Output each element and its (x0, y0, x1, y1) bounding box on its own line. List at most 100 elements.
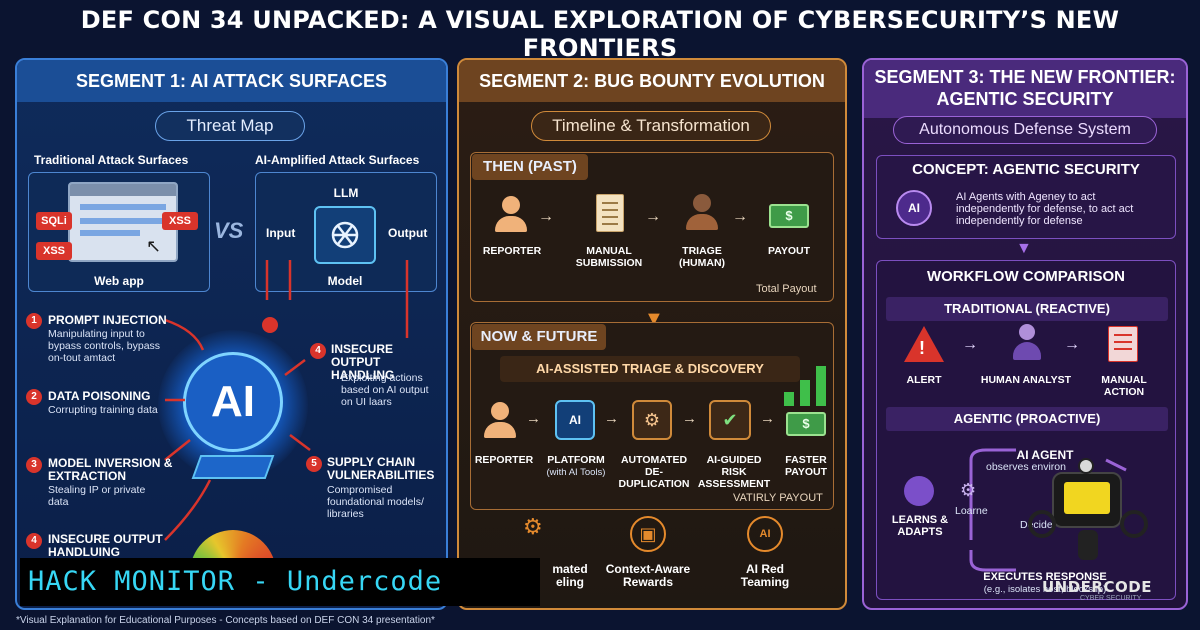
risk-magnifier-icon: ✔ (709, 400, 751, 440)
arrow-icon: → (962, 336, 978, 353)
item-2-title: DATA POISONING (48, 389, 151, 403)
web-app-label: Web app (94, 274, 144, 288)
item-5-number: 5 (306, 456, 322, 472)
traditional-surfaces-label: Traditional Attack Surfaces (34, 153, 189, 167)
reporter-icon (484, 402, 516, 438)
reporter-icon (495, 196, 527, 232)
red-team-ai-icon: AI (747, 516, 783, 552)
hack-monitor-banner: HACK MONITOR - Undercode (20, 558, 540, 606)
now-label: NOW & FUTURE (472, 324, 606, 350)
undercode-watermark-sub: CYBER SECURITY (1080, 595, 1142, 602)
xss-tag-right: XSS (162, 212, 198, 230)
item-4-title: INSECURE OUTPUT HANDLING (331, 342, 395, 382)
agentic-title: AGENTIC (PROACTIVE) (886, 407, 1168, 431)
alert-icon (904, 326, 944, 362)
executes-sub: (e.g., isolates host, blocks ip) (983, 584, 1107, 595)
item-4-desc: Exploiting actions based on AI output on… (341, 372, 429, 408)
then-label: THEN (PAST) (472, 154, 588, 180)
threat-map-pill: Threat Map (155, 111, 305, 141)
document-icon (596, 194, 624, 232)
segment-3-heading: SEGMENT 3: THE NEW FRONTIER: AGENTIC SEC… (864, 60, 1186, 118)
trad-step-analyst: HUMAN ANALYST (980, 374, 1072, 386)
ai-core-chip: AI (183, 352, 283, 452)
segment-3-heading-line1: SEGMENT 3: THE NEW FRONTIER: (874, 67, 1176, 87)
ai-agent-label: AI AGENT (1016, 448, 1074, 462)
vs-label: VS (214, 218, 244, 243)
agent-ai-icon: AI (896, 190, 932, 226)
agentic-loop-arrows (969, 448, 1127, 572)
arrow-icon: → (1064, 336, 1080, 353)
concept-title: CONCEPT: AGENTIC SECURITY (912, 161, 1140, 178)
manual-doc-icon (1108, 326, 1138, 362)
undercode-watermark: UNDERCODE (1042, 578, 1152, 596)
arrow-icon: → (760, 410, 775, 427)
concept-text: AI Agents with Ageney to act independent… (956, 191, 1134, 227)
money-icon: $ (786, 412, 826, 436)
gift-icon: ▣ (630, 516, 666, 552)
bottom-item-automated: mated eling (552, 562, 588, 589)
arrow-icon: → (732, 208, 748, 225)
human-analyst-icon (1013, 324, 1041, 364)
item-2-number: 2 (26, 389, 42, 405)
item-5-title: SUPPLY CHAIN VULNERABILITIES (327, 455, 435, 482)
now-step-risk: AI-GUIDED RISK ASSESSMENT (697, 454, 771, 490)
segment-1-heading: SEGMENT 1: AI ATTACK SURFACES (17, 60, 446, 102)
then-step-manual: MANUAL SUBMISSION (575, 245, 643, 269)
total-payout-label: Total Payout (756, 283, 817, 295)
arrow-icon: → (526, 410, 541, 427)
human-triage-icon (686, 194, 718, 232)
item-1-title: PROMPT INJECTION (48, 313, 167, 327)
item-4-number: 4 (310, 343, 326, 359)
ai-surfaces-label: AI-Amplified Attack Surfaces (255, 153, 420, 167)
automation-gear-icon: ⚙ (523, 514, 543, 539)
arrow-icon: → (645, 208, 661, 225)
item-1-desc: Manipulating input to bypass controls, b… (48, 328, 161, 364)
then-step-reporter: REPORTER (482, 245, 542, 257)
trad-step-manual: MANUAL ACTION (1101, 374, 1147, 398)
down-arrow-icon: ▼ (1016, 240, 1032, 257)
model-label: Model (327, 274, 363, 288)
arrow-icon: → (682, 410, 697, 427)
item-4a-number: 4 (26, 533, 42, 549)
now-step-platform-sub: (with AI Tools) (546, 467, 606, 478)
item-3-desc: Stealing IP or private data (48, 484, 146, 508)
xss-tag-left: XSS (36, 242, 72, 260)
timeline-pill: Timeline & Transformation (531, 111, 771, 141)
attack-arrows (164, 260, 409, 541)
segment-2-heading: SEGMENT 2: BUG BOUNTY EVOLUTION (459, 60, 845, 102)
executes-label: EXECUTES RESPONSE (983, 571, 1107, 583)
item-1-number: 1 (26, 313, 42, 329)
item-3-number: 3 (26, 457, 42, 473)
llm-output-label: Output (388, 226, 428, 240)
page-title: DEF CON 34 UNPACKED: A VISUAL EXPLORATIO… (80, 6, 1120, 62)
vatirly-payout-label: VATIRLY PAYOUT (733, 492, 823, 504)
dedup-gear-icon: ⚙ (632, 400, 672, 440)
learn-gear-icon: ⚙ (960, 480, 977, 500)
autonomous-pill: Autonomous Defense System (893, 116, 1157, 144)
now-step-platform: PLATFORM (547, 454, 605, 466)
workflow-title: WORKFLOW COMPARISON (926, 268, 1126, 285)
item-4a-title: INSECURE OUTPUT HANDLUING (48, 532, 163, 559)
cursor-icon: ↖ (146, 236, 162, 256)
bottom-item-redteam: AI Red Teaming (740, 562, 790, 589)
ai-triage-banner: AI-ASSISTED TRIAGE & DISCOVERY (500, 356, 800, 382)
growth-bars-icon (784, 364, 828, 406)
brain-icon (904, 476, 934, 506)
undercode-mascot-icon (1020, 450, 1160, 570)
now-step-dedup: AUTOMATED DE-DUPLICATION (618, 454, 690, 490)
item-2-desc: Corrupting training data (48, 404, 158, 416)
segment-3-heading-line2: AGENTIC SECURITY (936, 89, 1114, 109)
trad-step-alert: ALERT (906, 374, 942, 386)
arrow-icon: → (538, 208, 554, 225)
traditional-title: TRADITIONAL (REACTIVE) (886, 297, 1168, 321)
item-3-title: MODEL INVERSION & EXTRACTION (48, 456, 173, 483)
footnote: *Visual Explanation for Educational Purp… (16, 615, 435, 626)
money-icon: $ (769, 204, 809, 228)
learns-adapts-label: LEARNS & ADAPTS (891, 514, 949, 538)
loop-learn-label: Loarne (955, 505, 988, 517)
platform-ai-icon: AI (555, 400, 595, 440)
item-5-desc: Compromised foundational models/ librari… (327, 484, 424, 520)
model-chip-icon (314, 206, 376, 264)
ai-agent-sub: observes environ (986, 461, 1066, 473)
llm-input-label: Input (266, 226, 296, 240)
